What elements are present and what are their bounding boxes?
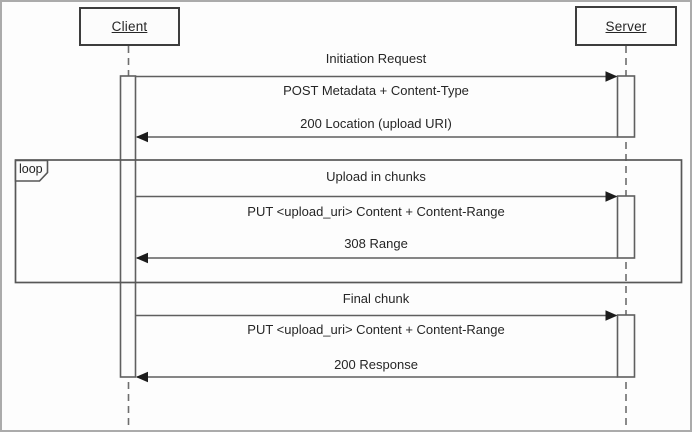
arrowhead-left-icon: [135, 131, 148, 143]
request-message: PUT <upload_uri> Content + Content-Range: [247, 204, 505, 219]
response-message: 308 Range: [344, 236, 408, 251]
arrowhead-right-icon: [605, 310, 618, 321]
arrowhead-right-icon: [605, 191, 618, 202]
interaction-title: Initiation Request: [325, 51, 427, 66]
server-activation-bar-3: [616, 314, 636, 378]
loop-frame-border: [14, 159, 683, 284]
server-activation-bar-1: [616, 75, 636, 138]
arrowhead-left-icon: [135, 371, 148, 383]
loop-operator-label: loop: [19, 162, 43, 176]
request-message: PUT <upload_uri> Content + Content-Range: [247, 322, 505, 337]
arrowhead-right-icon: [605, 71, 618, 82]
actor-server-box: Server: [575, 6, 677, 46]
request-message: POST Metadata + Content-Type: [283, 83, 469, 98]
interaction-title: Final chunk: [342, 291, 410, 306]
actor-server-label: Server: [605, 18, 647, 34]
loop-label-pentagon: [14, 159, 49, 182]
response-message: 200 Response: [334, 357, 418, 372]
interaction-title: Upload in chunks: [326, 169, 426, 184]
actor-client-box: Client: [79, 7, 180, 46]
actor-client-label: Client: [111, 19, 148, 34]
response-message: 200 Location (upload URI): [300, 116, 452, 131]
arrowhead-left-icon: [135, 252, 148, 264]
client-activation-bar: [119, 75, 137, 378]
server-activation-bar-2: [616, 195, 636, 259]
